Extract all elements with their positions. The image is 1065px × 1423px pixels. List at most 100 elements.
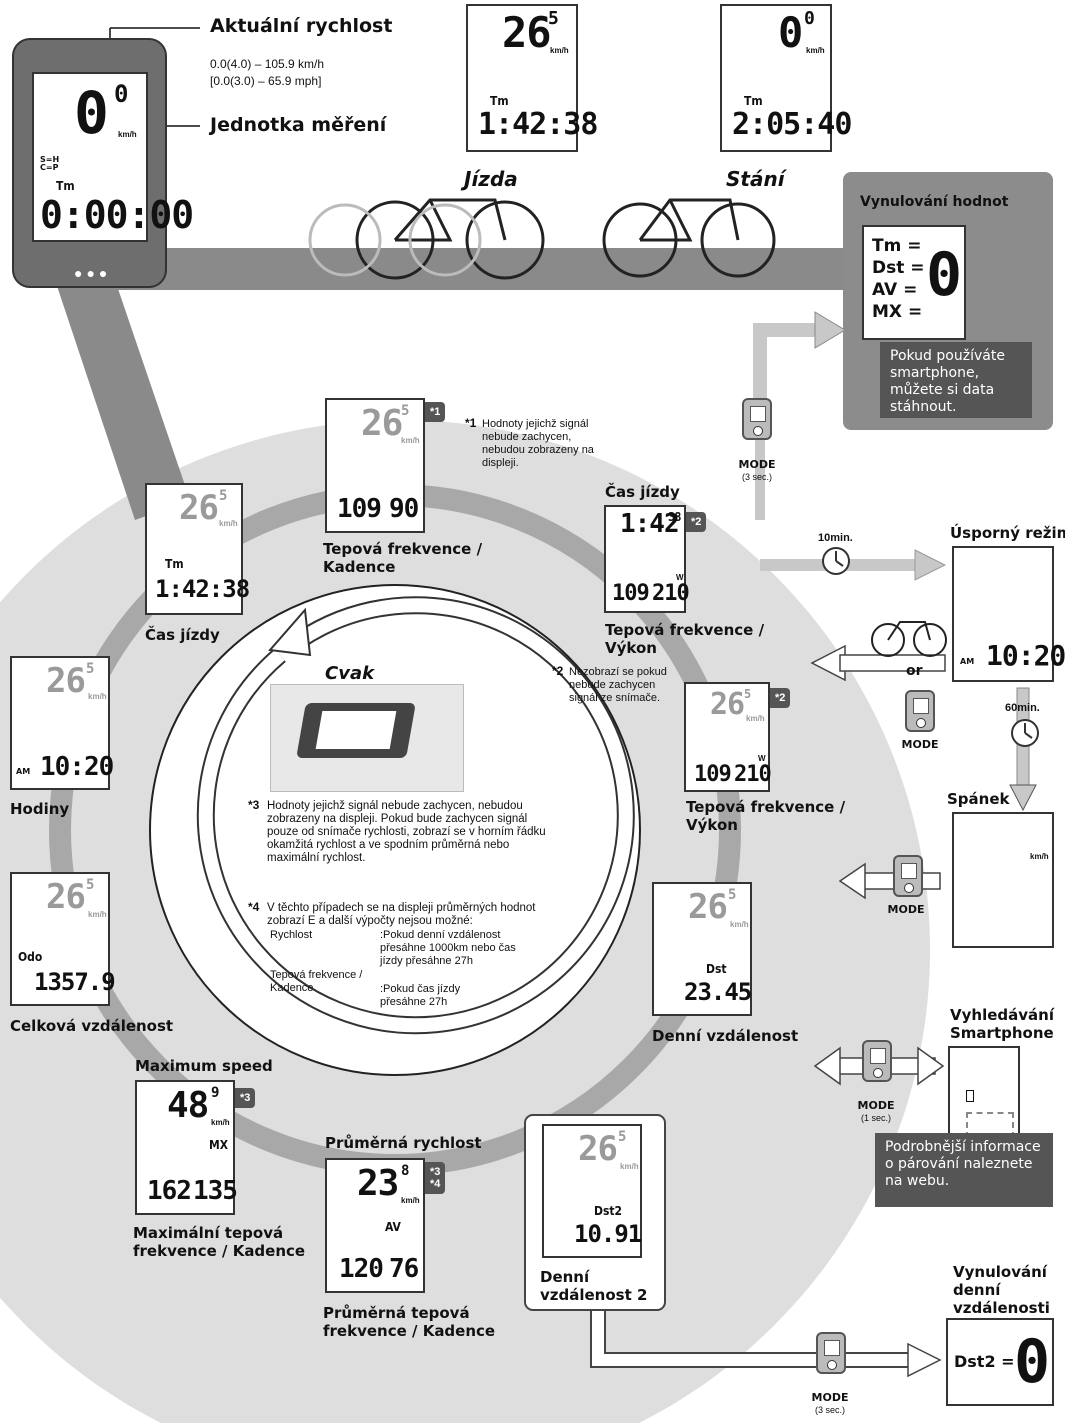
clock-am: AM [16,767,31,776]
avg-dec: 8 [401,1163,410,1179]
screen-avg: 23 8 km/h AV 120 76 [325,1158,425,1293]
mode-button-icon-dst2[interactable] [816,1332,846,1374]
device-screen: 0 0 km/h S=H C=P Tm 0:00:00 [32,72,194,242]
odo-value: 1357.9 [34,968,116,996]
mode-button-icon-search[interactable] [862,1040,892,1082]
screen-power-save: AM 10:20 [952,546,1065,682]
sleep-unit: km/h [1030,852,1049,861]
t10-label: 10min. [818,532,853,544]
rtr-hr: 109 [612,581,650,606]
bike-riding [355,198,545,280]
mode-label-or: MODE [901,738,939,751]
speed-range-kmh: 0.0(4.0) – 105.9 km/h [210,57,325,71]
phone-icon [966,1090,974,1102]
hrp-badge: *2 [770,688,791,708]
reset-row-av: AV = [872,280,918,300]
clock-60-icon [1011,719,1039,747]
mode-label-top: MODE [738,458,776,471]
riding-label: Jízda [464,167,518,191]
search-note: Podrobnější informace o párování nalezne… [875,1133,1053,1207]
odo-speed: 26 [46,877,86,917]
riding-unit: km/h [550,46,569,55]
unit-label: Jednotka měření [210,114,387,136]
stopping-screen: 0 0 km/h Tm 2:05:40 [720,4,852,152]
sleep-label: Spánek [947,790,1010,808]
riding-screen: 26 5 km/h Tm 1:42:38 [466,4,598,152]
odo-dec: 5 [86,877,95,893]
center-click: Cvak [325,663,375,684]
bike-stopping [602,198,776,278]
hrcad-unit: km/h [401,436,420,445]
max-label: Maximální tepová frekvence / Kadence [133,1224,306,1260]
max-cad: 135 [193,1176,238,1206]
note1-text: Hodnoty jejichž signál nebude zachycen, … [482,418,594,469]
avg-badge: *3 *4 [425,1162,446,1194]
note4-mark: *4 [248,900,260,914]
clock-speed: 26 [46,661,86,701]
max-unit: km/h [211,1118,230,1127]
device-sensor-icon: S=H C=P [40,155,60,172]
note3-text: Hodnoty jejichž signál nebude zachycen, … [267,800,546,864]
screen-reset-dst2: Dst2 = 0 [946,1318,1054,1406]
ridetime-dec: 5 [219,488,228,504]
rtr-sec: 38 [668,510,681,524]
clock-unit: km/h [88,692,107,701]
bike-small [871,621,947,657]
note3-mark: *3 [248,798,260,812]
ridetime-label: Čas jízdy [145,626,220,644]
note4-hr-text: :Pokud čas jízdy přesáhne 27h [380,983,461,1008]
stopping-label: Stání [726,167,785,191]
hrp-label: Tepová frekvence / Výkon [686,798,846,834]
dst2-mode: Dst2 [594,1204,623,1218]
reset-dst2-title: Vynulování denní vzdálenosti 2 [953,1263,1050,1335]
screen-hr-power: 26 5 km/h 109 210 W [684,682,772,792]
avg-speed: 23 [357,1163,399,1204]
mode-label-sleep: MODE [887,903,925,916]
mode-sec-top: (3 sec.) [741,472,772,482]
screen-sleep: km/h [952,812,1054,948]
mode-button-icon-top[interactable] [742,398,772,440]
rtr-time: 1:42 [620,509,680,539]
ps-time: 10:20 [986,639,1065,672]
mount-illustration [270,684,464,792]
dst-dec: 5 [728,887,737,903]
dst2-unit: km/h [620,1162,639,1171]
note4-hr: Tepová frekvence / Kadence [270,969,363,994]
stopping-speed-decimal: 0 [804,8,815,29]
t60-label: 60min. [1005,702,1040,714]
max-mx: MX [209,1138,229,1152]
dst-unit: km/h [730,920,749,929]
screen-odo: 26 5 km/h Odo 1357.9 [10,872,116,1006]
device-time: 0:00:00 [40,193,194,237]
dst2-speed: 26 [578,1129,618,1169]
device-buttons[interactable]: ●●● [74,265,112,281]
hrp-dec: 5 [744,687,751,701]
note4-speed: Rychlost [270,929,313,941]
dst2-label: Denní vzdálenost 2 [540,1268,648,1304]
max-title: Maximum speed [135,1057,273,1075]
screen-dst2: 26 5 km/h Dst2 10.91 [542,1124,642,1258]
speed-label: Aktuální rychlost [210,15,393,37]
device-body: 0 0 km/h S=H C=P Tm 0:00:00 ●●● [12,38,194,288]
reset-dst2-zero: 0 [1014,1327,1050,1397]
hrp-hr: 109 [694,762,732,787]
riding-time: 1:42:38 [478,107,598,142]
clock-label: Hodiny [10,800,70,818]
riding-speed: 26 [502,8,552,57]
device-speed-decimal: 0 [114,80,128,108]
stopping-unit: km/h [806,46,825,55]
reset-title: Vynulování hodnot [860,194,1009,210]
stopping-time: 2:05:40 [732,107,852,142]
dst-mode: Dst [706,962,727,976]
clock-dec: 5 [86,661,95,677]
max-dec: 9 [211,1085,220,1101]
dst2-dec: 5 [618,1129,627,1145]
hrcad-speed: 26 [361,403,403,444]
diagonal-band [55,280,190,520]
reset-dst2-text: Dst2 = [954,1352,1015,1371]
mode-button-icon-or[interactable] [905,690,935,732]
reset-note: Pokud používáte smartphone, můžete si da… [880,342,1032,418]
mode-button-icon-sleep[interactable] [893,855,923,897]
device-unit: km/h [118,130,137,139]
reset-row-mx: MX = [872,302,923,322]
